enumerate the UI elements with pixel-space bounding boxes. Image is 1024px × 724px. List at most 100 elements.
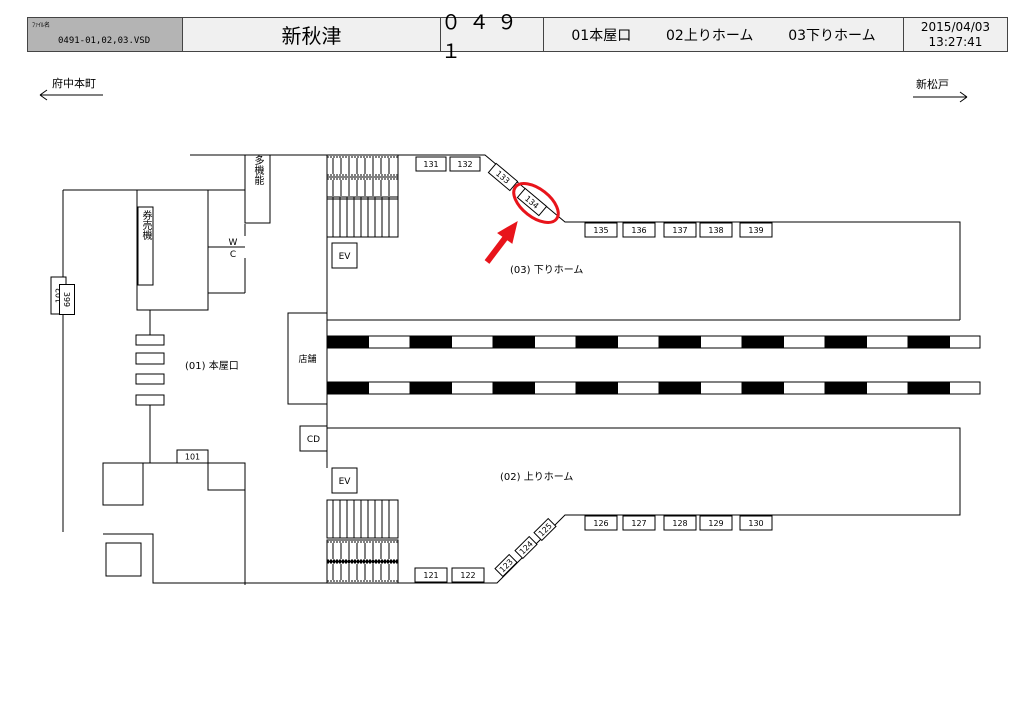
ad-spot-126[interactable]: 126 [584,515,618,531]
ticket-gate [135,373,165,385]
track-segment [783,381,826,395]
elevator-top [331,242,358,269]
ad-spot-label: 121 [423,571,438,580]
ad-spot-399[interactable]: 399 [59,284,75,315]
elevator-bottom [331,467,358,494]
track-segment [617,335,660,349]
track-segment [451,381,494,395]
ad-spot-128[interactable]: 128 [663,515,697,531]
ad-spot-label: 122 [460,571,475,580]
track-segment [700,381,743,395]
stairs [326,499,399,539]
track-segment [575,335,618,349]
ad-spot-131[interactable]: 131 [415,156,447,172]
track-segment [575,381,618,395]
escalator [326,539,399,563]
shop-label: 店舗 [298,353,316,365]
track-segment [866,335,909,349]
date: 2015/04/03 [920,20,991,34]
ticket-gate [135,334,165,346]
ad-spot-121[interactable]: 121 [414,567,448,583]
ad-spot-139[interactable]: 139 [739,222,773,238]
tracks [326,335,981,395]
nobori-platform-outline [103,427,961,584]
concourse-walls [62,189,246,585]
ad-spot-136[interactable]: 136 [622,222,656,238]
ad-spot-133[interactable]: 133 [487,162,519,192]
ad-spot-127[interactable]: 127 [622,515,656,531]
ad-spot-124[interactable]: 124 [514,535,538,560]
booth [105,542,142,577]
track-segment [949,381,981,395]
track-segment [783,335,826,349]
track-segment [824,381,867,395]
ad-spot-label: 127 [631,519,646,528]
direction-right-label: 新松戸 [916,77,949,91]
track-segment [326,381,369,395]
ad-spot-label: 399 [62,292,71,307]
highlight-circle [512,182,560,224]
track-segment [492,381,535,395]
entrance-03: 03下りホーム [788,27,876,44]
title-block: ﾌｧｲﾙ名 0491-01,02,03.VSD 新秋津 ０４９１ 01本屋口 0… [27,10,1008,63]
time: 13:27:41 [928,35,983,49]
track-segment [907,381,950,395]
ad-spot-132[interactable]: 132 [449,156,481,172]
timestamp: 2015/04/03 13:27:41 [904,18,1007,51]
elevator-bottom-label: EV [339,477,352,487]
track-segment [866,381,909,395]
ad-spot-122[interactable]: 122 [451,567,485,583]
ticket-gates [135,334,165,406]
ad-spot-label: 132 [457,160,472,169]
track-segment [741,335,784,349]
track-segment [368,335,411,349]
arrow-left-icon [39,89,103,101]
track-segment [409,335,452,349]
area-kudari-label: (03) 下りホーム [510,264,583,276]
escalator [326,154,399,178]
track-segment [492,335,535,349]
ad-spot-label: 137 [672,226,687,235]
stairs-escalator-top [326,154,399,238]
escalator [326,560,399,584]
track-segment [700,335,743,349]
ad-spot-label: 136 [631,226,646,235]
stairs-escalator-bottom [326,499,399,584]
ad-spot-101[interactable]: 101 [176,449,209,464]
multipurpose-toilet [244,154,271,224]
ad-spot-label: 139 [748,226,763,235]
ad-spot-130[interactable]: 130 [739,515,773,531]
ad-spot-134[interactable]: 134 [516,187,548,217]
ticket-machine [137,206,154,286]
booth [207,462,246,491]
area-honyaguchi-label: (01) 本屋口 [185,359,239,372]
entrance-02: 02上りホーム [666,27,754,44]
station-name: 新秋津 [183,18,441,51]
ad-spot-129[interactable]: 129 [699,515,733,531]
ad-spot-label: 131 [423,160,438,169]
multipurpose-label: 多機能 [252,154,264,186]
ticket-gate [135,394,165,406]
ad-spot-label: 128 [672,519,687,528]
track-segment [907,335,950,349]
direction-right: 新松戸 [913,77,968,103]
ad-spot-123[interactable]: 123 [494,553,518,578]
ad-spot-125[interactable]: 125 [533,517,557,542]
elevator-top-label: EV [339,252,352,262]
track-segment [451,335,494,349]
track-segment [326,335,369,349]
file-name: 0491-01,02,03.VSD [58,36,151,46]
file-cell: ﾌｧｲﾙ名 0491-01,02,03.VSD [28,18,183,51]
wc-label-c: C [230,250,236,260]
ad-spot-137[interactable]: 137 [663,222,697,238]
ticket-gate [135,352,165,365]
entrance-01: 01本屋口 [571,27,632,44]
ad-spot-138[interactable]: 138 [699,222,733,238]
track-segment [409,381,452,395]
shop [287,312,328,405]
ad-spot-label: 129 [708,519,723,528]
ad-spot-label: 138 [708,226,723,235]
highlight-arrow-icon [484,220,518,264]
ad-spot-135[interactable]: 135 [584,222,618,238]
